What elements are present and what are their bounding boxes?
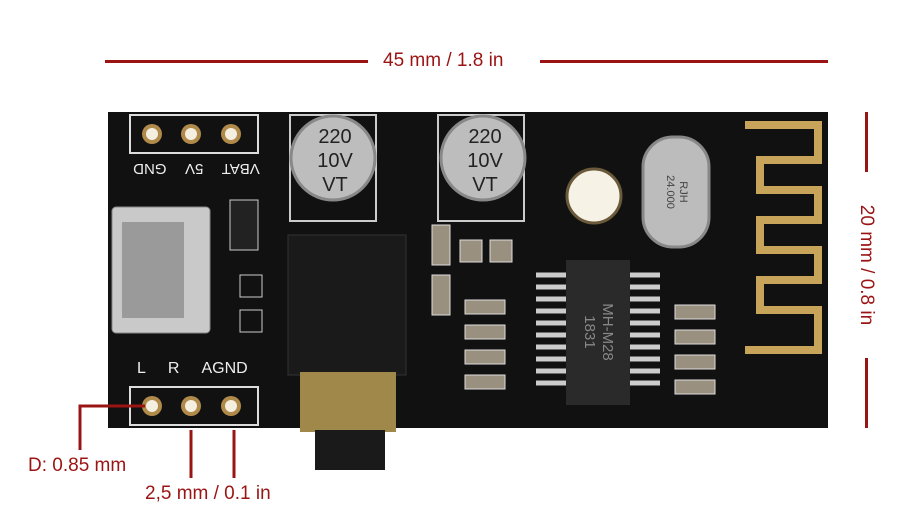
hole-diameter-label: D: 0.85 mm xyxy=(28,455,127,476)
chip-model: MH-M28 xyxy=(599,303,616,361)
crystal-brand: RJH xyxy=(677,181,689,203)
bottom-header-pins xyxy=(142,396,241,416)
pcb-antenna xyxy=(745,121,822,354)
crystal-text: RJH 24.000 xyxy=(663,175,689,209)
hole-diameter-leader xyxy=(78,404,145,450)
cap1-voltage: 10V xyxy=(317,150,353,172)
cap2-voltage: 10V xyxy=(467,150,503,172)
audio-jack-barrel xyxy=(315,430,385,470)
pin-pitch-label: 2,5 mm / 0.1 in xyxy=(145,483,271,504)
capacitor-1 xyxy=(289,114,377,202)
cap2-value: 220 xyxy=(468,126,502,148)
mounting-pad xyxy=(565,167,623,225)
label-r: R xyxy=(167,360,180,377)
cap2-brand: VT xyxy=(472,174,498,196)
chip-pins xyxy=(536,272,660,386)
smd-components xyxy=(431,224,716,395)
usb-inner xyxy=(122,222,184,318)
label-5v: 5V xyxy=(184,160,204,177)
capacitor-2 xyxy=(439,114,527,202)
diode xyxy=(229,199,259,251)
top-header-labels: VBAT 5V GND xyxy=(124,160,269,177)
cap1-brand: VT xyxy=(322,174,348,196)
crystal-frequency: 24.000 xyxy=(664,175,676,209)
cap1-value: 220 xyxy=(318,126,352,148)
capacitor-2-text: 220 10V VT xyxy=(460,125,510,197)
chip-text: MH-M28 1831 xyxy=(580,303,616,361)
width-dimension-line-bottom xyxy=(865,358,868,428)
audio-jack-front xyxy=(300,372,396,432)
top-header-pins xyxy=(142,124,241,144)
length-dimension-line-left xyxy=(105,60,368,63)
pad xyxy=(239,274,263,298)
chip-date-code: 1831 xyxy=(581,315,598,349)
crystal-oscillator xyxy=(641,135,711,249)
top-header-outline xyxy=(129,114,259,154)
length-label: 45 mm / 1.8 in xyxy=(383,50,504,71)
pad xyxy=(239,309,263,333)
label-gnd: GND xyxy=(133,160,167,177)
chip-mh-m28 xyxy=(566,260,630,405)
bottom-header-labels: L R AGND xyxy=(137,360,277,378)
label-vbat: VBAT xyxy=(221,160,260,177)
label-l: L xyxy=(137,360,146,377)
capacitor-1-text: 220 10V VT xyxy=(310,125,360,197)
label-agnd: AGND xyxy=(201,360,248,377)
width-dimension-line-top xyxy=(865,112,868,172)
audio-jack xyxy=(287,234,407,376)
length-dimension-line-right xyxy=(540,60,828,63)
